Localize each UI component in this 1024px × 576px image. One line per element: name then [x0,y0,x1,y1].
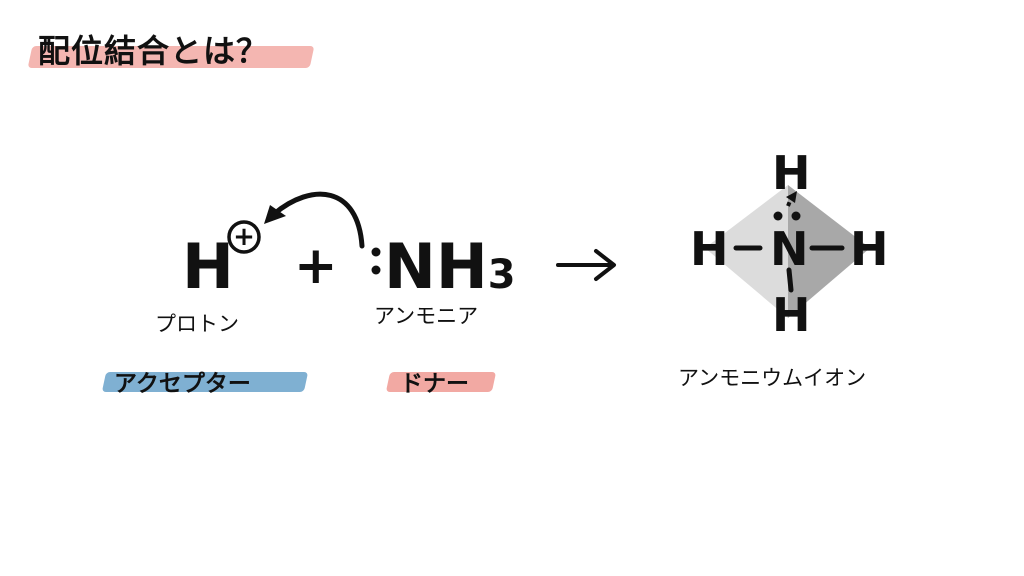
proton-charge: ⊕+ [233,222,255,252]
acceptor-label: アクセプター [114,371,251,397]
tetrahedron-left-face [705,185,788,318]
dative-bond-arrow-icon [786,191,797,207]
plus-sign: + [294,236,338,296]
product-lone-pair-dot [791,211,801,221]
ammonia-nh: NH [384,230,488,303]
product-lone-pair-dot [773,211,783,221]
page-title: 配位結合とは？ [38,32,270,70]
proton-label: プロトン [155,312,239,336]
ammonia-formula: NH3 [384,236,516,298]
proton-symbol: H [182,230,234,303]
positive-charge-circle [227,220,261,254]
bond-bottom [786,267,794,293]
product-h-left: H [690,222,729,276]
lone-pair-dot [371,265,381,275]
product-h-top: H [772,146,811,200]
reaction-arrow-icon [556,249,616,281]
product-n-center: N [770,222,809,276]
product-h-bottom: H [772,288,811,342]
curved-arrow-icon [264,191,365,249]
ammonia-subscript: 3 [487,252,516,298]
donor-label: ドナー [400,371,469,397]
lone-pair-dot [371,247,381,257]
tetrahedron-right-face [788,185,870,318]
product-label: アンモニウムイオン [678,366,867,390]
product-h-right: H [850,222,889,276]
ammonia-label: アンモニア [374,304,479,328]
